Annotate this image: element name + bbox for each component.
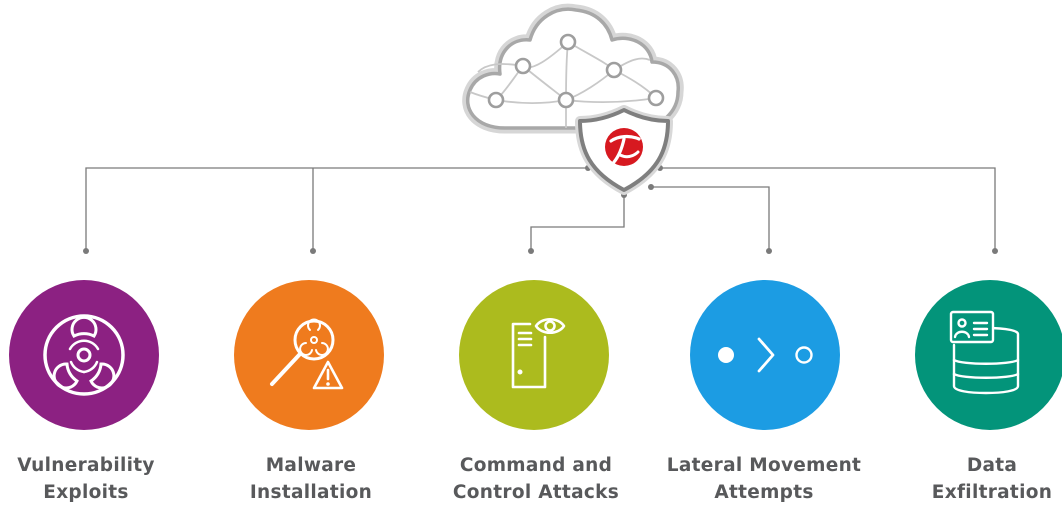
command-control-circle [459,280,609,430]
label-line: Installation [249,482,373,503]
server-eye-icon [511,317,566,389]
label-vulnerability-exploits: Vulnerability Exploits [0,452,186,506]
connector-lateral [651,186,770,250]
label-line: Lateral Movement [666,455,862,476]
label-malware-installation: Malware Installation [211,452,411,506]
threat-vulnerability-exploits [9,280,159,430]
label-lateral-movement: Lateral Movement Attempts [664,452,864,506]
connector-exfiltration [660,167,996,250]
threat-data-exfiltration [915,280,1062,430]
label-command-control: Command and Control Attacks [436,452,636,506]
connector-dots [83,165,998,254]
lateral-movement-circle [690,280,840,430]
label-line: Control Attacks [452,482,620,503]
label-line: Data [966,455,1018,476]
label-line: Malware [265,455,357,476]
biohazard-icon [43,314,125,396]
connector-command-control [530,195,625,250]
id-card-database-icon [949,310,1020,395]
shield-logo-icon [575,105,673,195]
label-line: Exploits [43,482,129,503]
data-exfiltration-circle [915,280,1062,430]
cloud-network-icon [462,3,684,134]
label-line: Attempts [714,482,814,503]
connector-vulnerability [85,167,588,250]
connector-lines [85,167,996,250]
label-line: Command and [459,455,613,476]
label-line: Vulnerability [17,455,155,476]
dot-chevron-circle-icon [718,337,813,373]
label-line: Exfiltration [931,482,1053,503]
threat-malware-installation [234,280,384,430]
label-data-exfiltration: Data Exfiltration [892,452,1062,506]
magnifier-biohazard-warning-icon [270,318,344,390]
threat-lateral-movement [690,280,840,430]
vulnerability-circle [9,280,159,430]
threat-command-control [459,280,609,430]
